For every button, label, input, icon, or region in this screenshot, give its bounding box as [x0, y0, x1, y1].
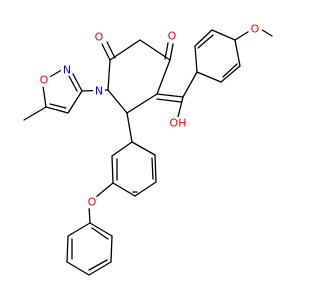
svg-text:O: O [95, 31, 104, 44]
oh-enol-label: OH [170, 117, 187, 130]
o-methoxy-label: O [248, 22, 262, 36]
svg-text:O: O [88, 196, 97, 209]
svg-text:O: O [168, 30, 177, 43]
molecule-structure: O O N O OH N O O [23, 22, 273, 276]
svg-text:N: N [63, 64, 71, 77]
svg-text:OH: OH [170, 117, 187, 130]
svg-text:N: N [95, 85, 103, 98]
bonds [23, 27, 273, 276]
o-keto-right-label: O [165, 29, 179, 43]
svg-text:O: O [40, 74, 49, 87]
o-isoxazole-label: O [37, 73, 51, 87]
atom-labels: O O N O OH N O O [37, 22, 262, 209]
o-keto-left-label: O [92, 30, 106, 44]
n-isoxazole-label: N [61, 64, 73, 77]
n-ring-label: N [93, 85, 105, 98]
svg-text:O: O [251, 23, 260, 36]
o-ether-label: O [85, 195, 99, 209]
